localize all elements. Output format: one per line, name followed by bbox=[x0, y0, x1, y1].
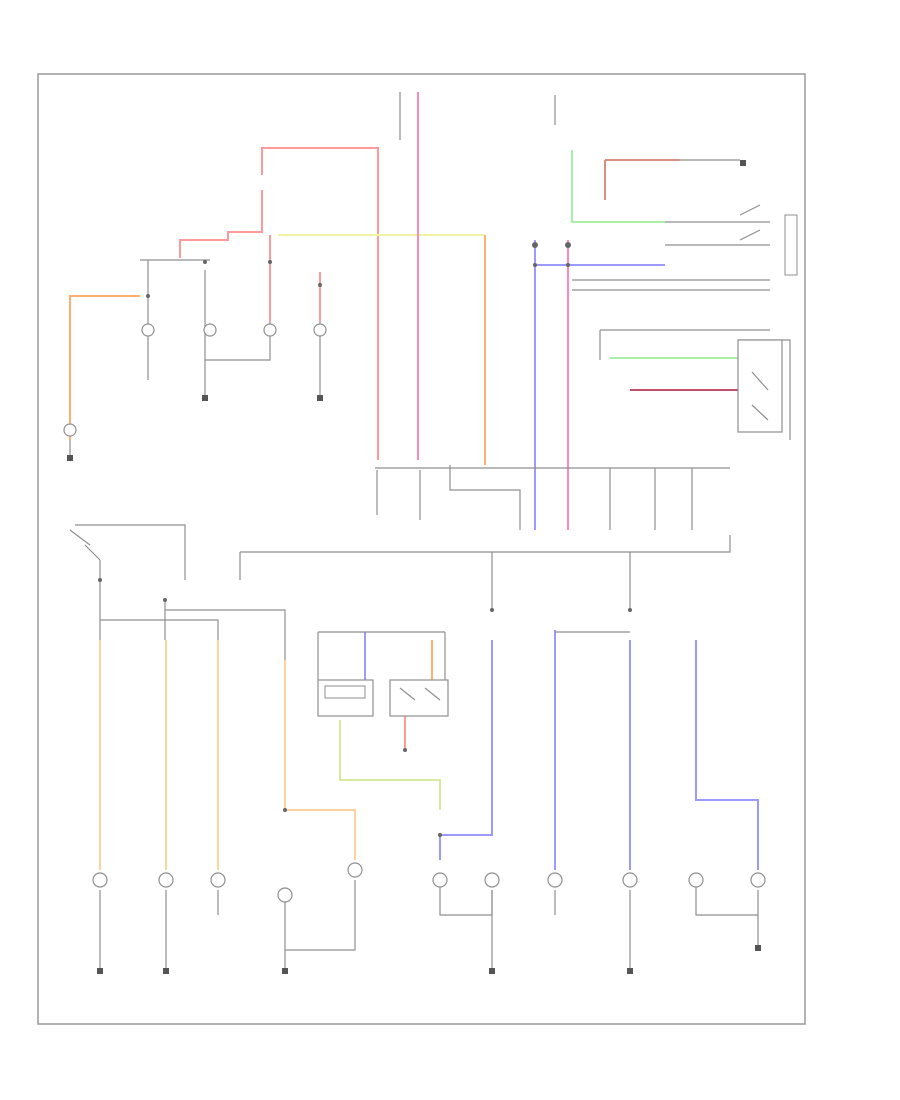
wires-black-lower bbox=[75, 524, 759, 970]
ground-2 bbox=[163, 968, 169, 974]
ground-10 bbox=[740, 160, 746, 166]
lamp-lower-7 bbox=[484, 872, 500, 888]
switch-light-right bbox=[737, 339, 783, 433]
wire-blue-lower-1 bbox=[439, 640, 493, 860]
switch-left-lower bbox=[69, 529, 91, 546]
lamp-lower-9 bbox=[622, 872, 638, 888]
lamp-lower-11 bbox=[750, 872, 766, 888]
lamp-upper-2 bbox=[203, 323, 217, 337]
lamp-lower-8 bbox=[547, 872, 563, 888]
lamp-lower-10 bbox=[688, 872, 704, 888]
connector-dots bbox=[98, 242, 632, 837]
lamp-lower-3 bbox=[210, 872, 226, 888]
wire-orange-left bbox=[69, 295, 140, 440]
wire-blue-lower-4 bbox=[695, 640, 759, 870]
lamp-lower-5 bbox=[347, 862, 363, 878]
lamp-lower-4 bbox=[277, 887, 293, 903]
wire-red-main bbox=[261, 147, 379, 460]
ground-symbols bbox=[67, 160, 761, 974]
switch-top-right bbox=[739, 204, 798, 276]
wires-colored-upper bbox=[69, 92, 740, 530]
ground-4 bbox=[489, 968, 495, 974]
wire-light-orange-4 bbox=[284, 660, 356, 860]
lamps-upper bbox=[63, 323, 327, 437]
ground-8 bbox=[202, 395, 208, 401]
wires-black-upper bbox=[69, 92, 791, 530]
lamp-upper-1 bbox=[141, 323, 155, 337]
wires-colored-lower bbox=[99, 630, 759, 870]
lamp-lower-1 bbox=[92, 872, 108, 888]
ground-7 bbox=[67, 455, 73, 461]
lamps-lower bbox=[92, 862, 766, 903]
switch-block-center bbox=[317, 679, 449, 717]
ground-1 bbox=[97, 968, 103, 974]
wire-green-top bbox=[571, 150, 665, 223]
wire-green-switch bbox=[339, 720, 441, 810]
lamp-upper-5 bbox=[63, 423, 77, 437]
ground-9 bbox=[317, 395, 323, 401]
ground-6 bbox=[755, 945, 761, 951]
wire-brown-top bbox=[604, 159, 680, 200]
lamp-lower-6 bbox=[432, 872, 448, 888]
ground-5 bbox=[627, 968, 633, 974]
ground-3 bbox=[282, 968, 288, 974]
wire-red-branch bbox=[179, 190, 263, 258]
lamp-lower-2 bbox=[158, 872, 174, 888]
diagram-frame bbox=[37, 73, 806, 1025]
lamp-upper-4 bbox=[313, 323, 327, 337]
lamp-upper-3 bbox=[263, 323, 277, 337]
data-bus bbox=[239, 535, 731, 610]
